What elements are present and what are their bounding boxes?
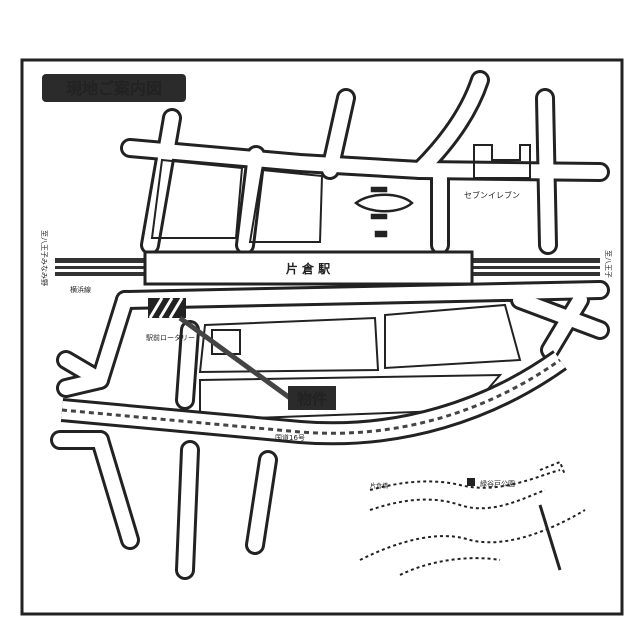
- map-title-box: [42, 74, 186, 102]
- park-marker: [467, 478, 475, 486]
- railway-line: [55, 258, 600, 276]
- map-title: 現地ご案内図: [66, 79, 162, 98]
- road-network: [50, 70, 610, 580]
- left-top-label: 至八王子みなみ野: [40, 230, 48, 286]
- route-16-road: [60, 350, 567, 446]
- property-pointer-line: [178, 315, 292, 401]
- seven-eleven-building: [473, 144, 531, 179]
- property-label-box: [288, 386, 336, 410]
- property-marker: [148, 297, 186, 319]
- bridge-label: 片倉橋: [370, 482, 388, 490]
- station-building: [143, 250, 474, 286]
- seven-eleven-label: セブンイレブン: [464, 190, 520, 200]
- park-label: 緑谷戸公園: [480, 479, 515, 488]
- property-label: 物件: [297, 390, 327, 408]
- stream-line: [538, 504, 562, 571]
- station-roundabout: [353, 186, 414, 238]
- park-paths: [359, 460, 586, 576]
- roundabout-label: 駅前ロータリー: [146, 333, 195, 342]
- station-name-label: 片 倉 駅: [286, 261, 331, 276]
- route-16-label: 国道16号: [275, 433, 305, 442]
- city-blocks: [150, 158, 522, 422]
- right-top-label: 至八王子: [604, 250, 612, 278]
- left-line-label: 横浜線: [70, 285, 91, 294]
